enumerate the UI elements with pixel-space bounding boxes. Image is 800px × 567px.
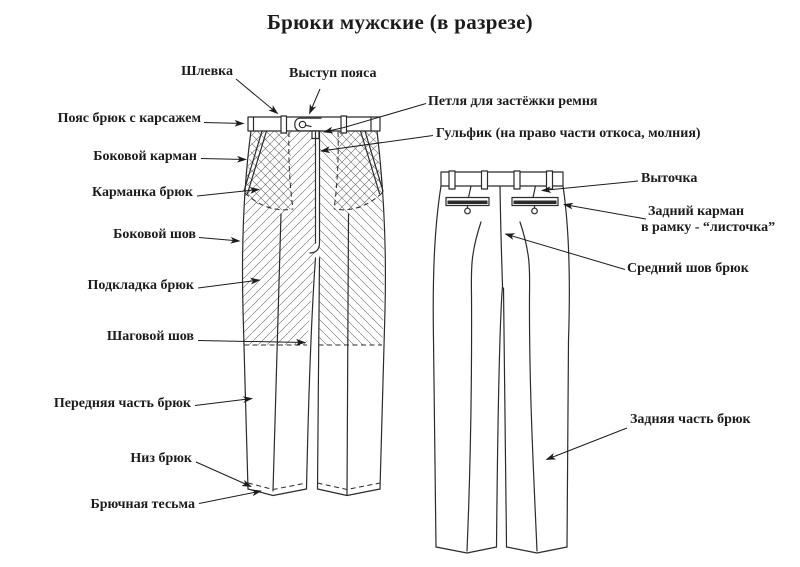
label-podkladka-bryuk: Подкладка брюк <box>87 278 194 293</box>
back-inseam-left <box>495 285 504 548</box>
leader-bokovoy-shov <box>198 236 241 244</box>
inseam-left <box>305 257 317 490</box>
crease-right <box>346 213 350 496</box>
waistband-tab <box>294 117 322 132</box>
belt-loop-front-1 <box>280 115 288 134</box>
dart-right <box>532 185 537 199</box>
belt-loop-front-2 <box>340 115 348 134</box>
pocket-bag-hatch-left <box>245 131 293 210</box>
leader-shagovoy-shov <box>197 338 306 346</box>
label-niz-bryuk: Низ брюк <box>130 451 192 466</box>
label-perednyaya-chast: Передняя часть брюк <box>53 396 191 411</box>
leader-zadniy-karman <box>563 202 647 220</box>
button-right <box>531 207 538 215</box>
label-zadnyaya-chast: Задняя часть брюк <box>630 412 751 427</box>
waistband-back <box>440 171 564 187</box>
back-crease-left <box>466 221 482 552</box>
dart-left <box>467 185 472 199</box>
label-zadniy-karman-line1: Задний карман <box>648 204 745 219</box>
inseam-right <box>316 257 321 490</box>
hem-right <box>316 488 381 497</box>
belt-loop-back-2 <box>480 170 489 190</box>
front-view-drawing <box>241 115 387 497</box>
belt-loop-back-4 <box>545 170 554 190</box>
leader-poyas <box>203 119 245 127</box>
label-vystup-poyasa: Выступ пояса <box>289 66 377 81</box>
fly-seam <box>309 131 321 254</box>
leader-karmanka <box>196 187 260 197</box>
back-hem-left <box>435 546 498 554</box>
leader-perednyaya-chast <box>194 396 253 406</box>
tab-hook <box>298 120 307 129</box>
back-hem-right <box>505 546 568 554</box>
pocket-opening-right-2 <box>359 130 381 195</box>
pocket-opening-right-1 <box>364 130 384 192</box>
label-shagovoy-shov: Шаговой шов <box>106 329 194 344</box>
leader-zadnyaya-chast <box>545 427 628 460</box>
label-vytochka: Выточка <box>641 171 698 186</box>
pocket-opening-left-1 <box>243 130 263 192</box>
leader-lines <box>194 78 647 504</box>
pocket-bag-bottom-left <box>244 192 294 211</box>
label-bokovoy-karman: Боковой карман <box>93 149 197 164</box>
leader-gulfik <box>320 135 434 154</box>
leader-petlya <box>323 103 427 134</box>
side-seam-left <box>241 130 252 490</box>
pocket-bag-edge-left <box>288 131 294 210</box>
leader-shlevka <box>235 78 279 115</box>
back-side-seam-left <box>432 185 442 548</box>
pocket-bag-edge-right <box>333 131 339 210</box>
pocket-bag-hatch-right <box>334 131 382 210</box>
back-side-seam-right <box>562 185 571 548</box>
label-bokovoy-shov: Боковой шов <box>113 227 196 242</box>
label-poyas-bryuk: Пояс брюк с карсажем <box>57 111 201 126</box>
center-back-seam <box>499 185 504 287</box>
label-zadniy-karman-line2: в рамку - “листочка” <box>641 220 776 236</box>
label-sredniy-shov: Средний шов брюк <box>627 261 749 276</box>
label-gulfik: Гульфик (на право части откоса, молния) <box>436 126 701 141</box>
side-seam-right <box>376 130 387 490</box>
leader-vytochka <box>541 180 639 193</box>
crease-left <box>272 213 282 492</box>
tab-hook-tail <box>305 124 312 128</box>
leader-niz-bryuk <box>195 461 252 487</box>
label-karmanka-bryuk: Карманка брюк <box>92 185 193 200</box>
hem-fold-right <box>317 482 381 491</box>
leader-bokovoy-karman <box>200 155 247 163</box>
back-view-drawing <box>432 170 571 554</box>
welt-bar-right <box>513 200 557 204</box>
pocket-opening-left-2 <box>246 130 268 195</box>
label-petlya-remnya: Петля для застёжки ремня <box>428 94 598 109</box>
leader-sredniy-shov <box>504 233 626 270</box>
welt-bar-left <box>447 200 488 204</box>
leader-tesma <box>198 489 262 504</box>
belt-loop-back-3 <box>513 170 521 190</box>
hem-fold-left <box>247 482 307 491</box>
belt-loop-back-1 <box>448 170 456 190</box>
back-inseam-right <box>502 287 508 548</box>
button-left <box>464 207 471 215</box>
pocket-bag-bottom-right <box>333 192 383 211</box>
label-shlevka: Шлевка <box>181 64 233 79</box>
leader-vystup-poyasa <box>309 88 321 115</box>
page-title: Брюки мужские (в разрезе) <box>267 10 533 34</box>
back-crease-right <box>519 221 538 552</box>
label-bryuchnaya-tesma: Брючная тесьма <box>90 497 195 512</box>
leader-podkladka <box>197 277 261 289</box>
